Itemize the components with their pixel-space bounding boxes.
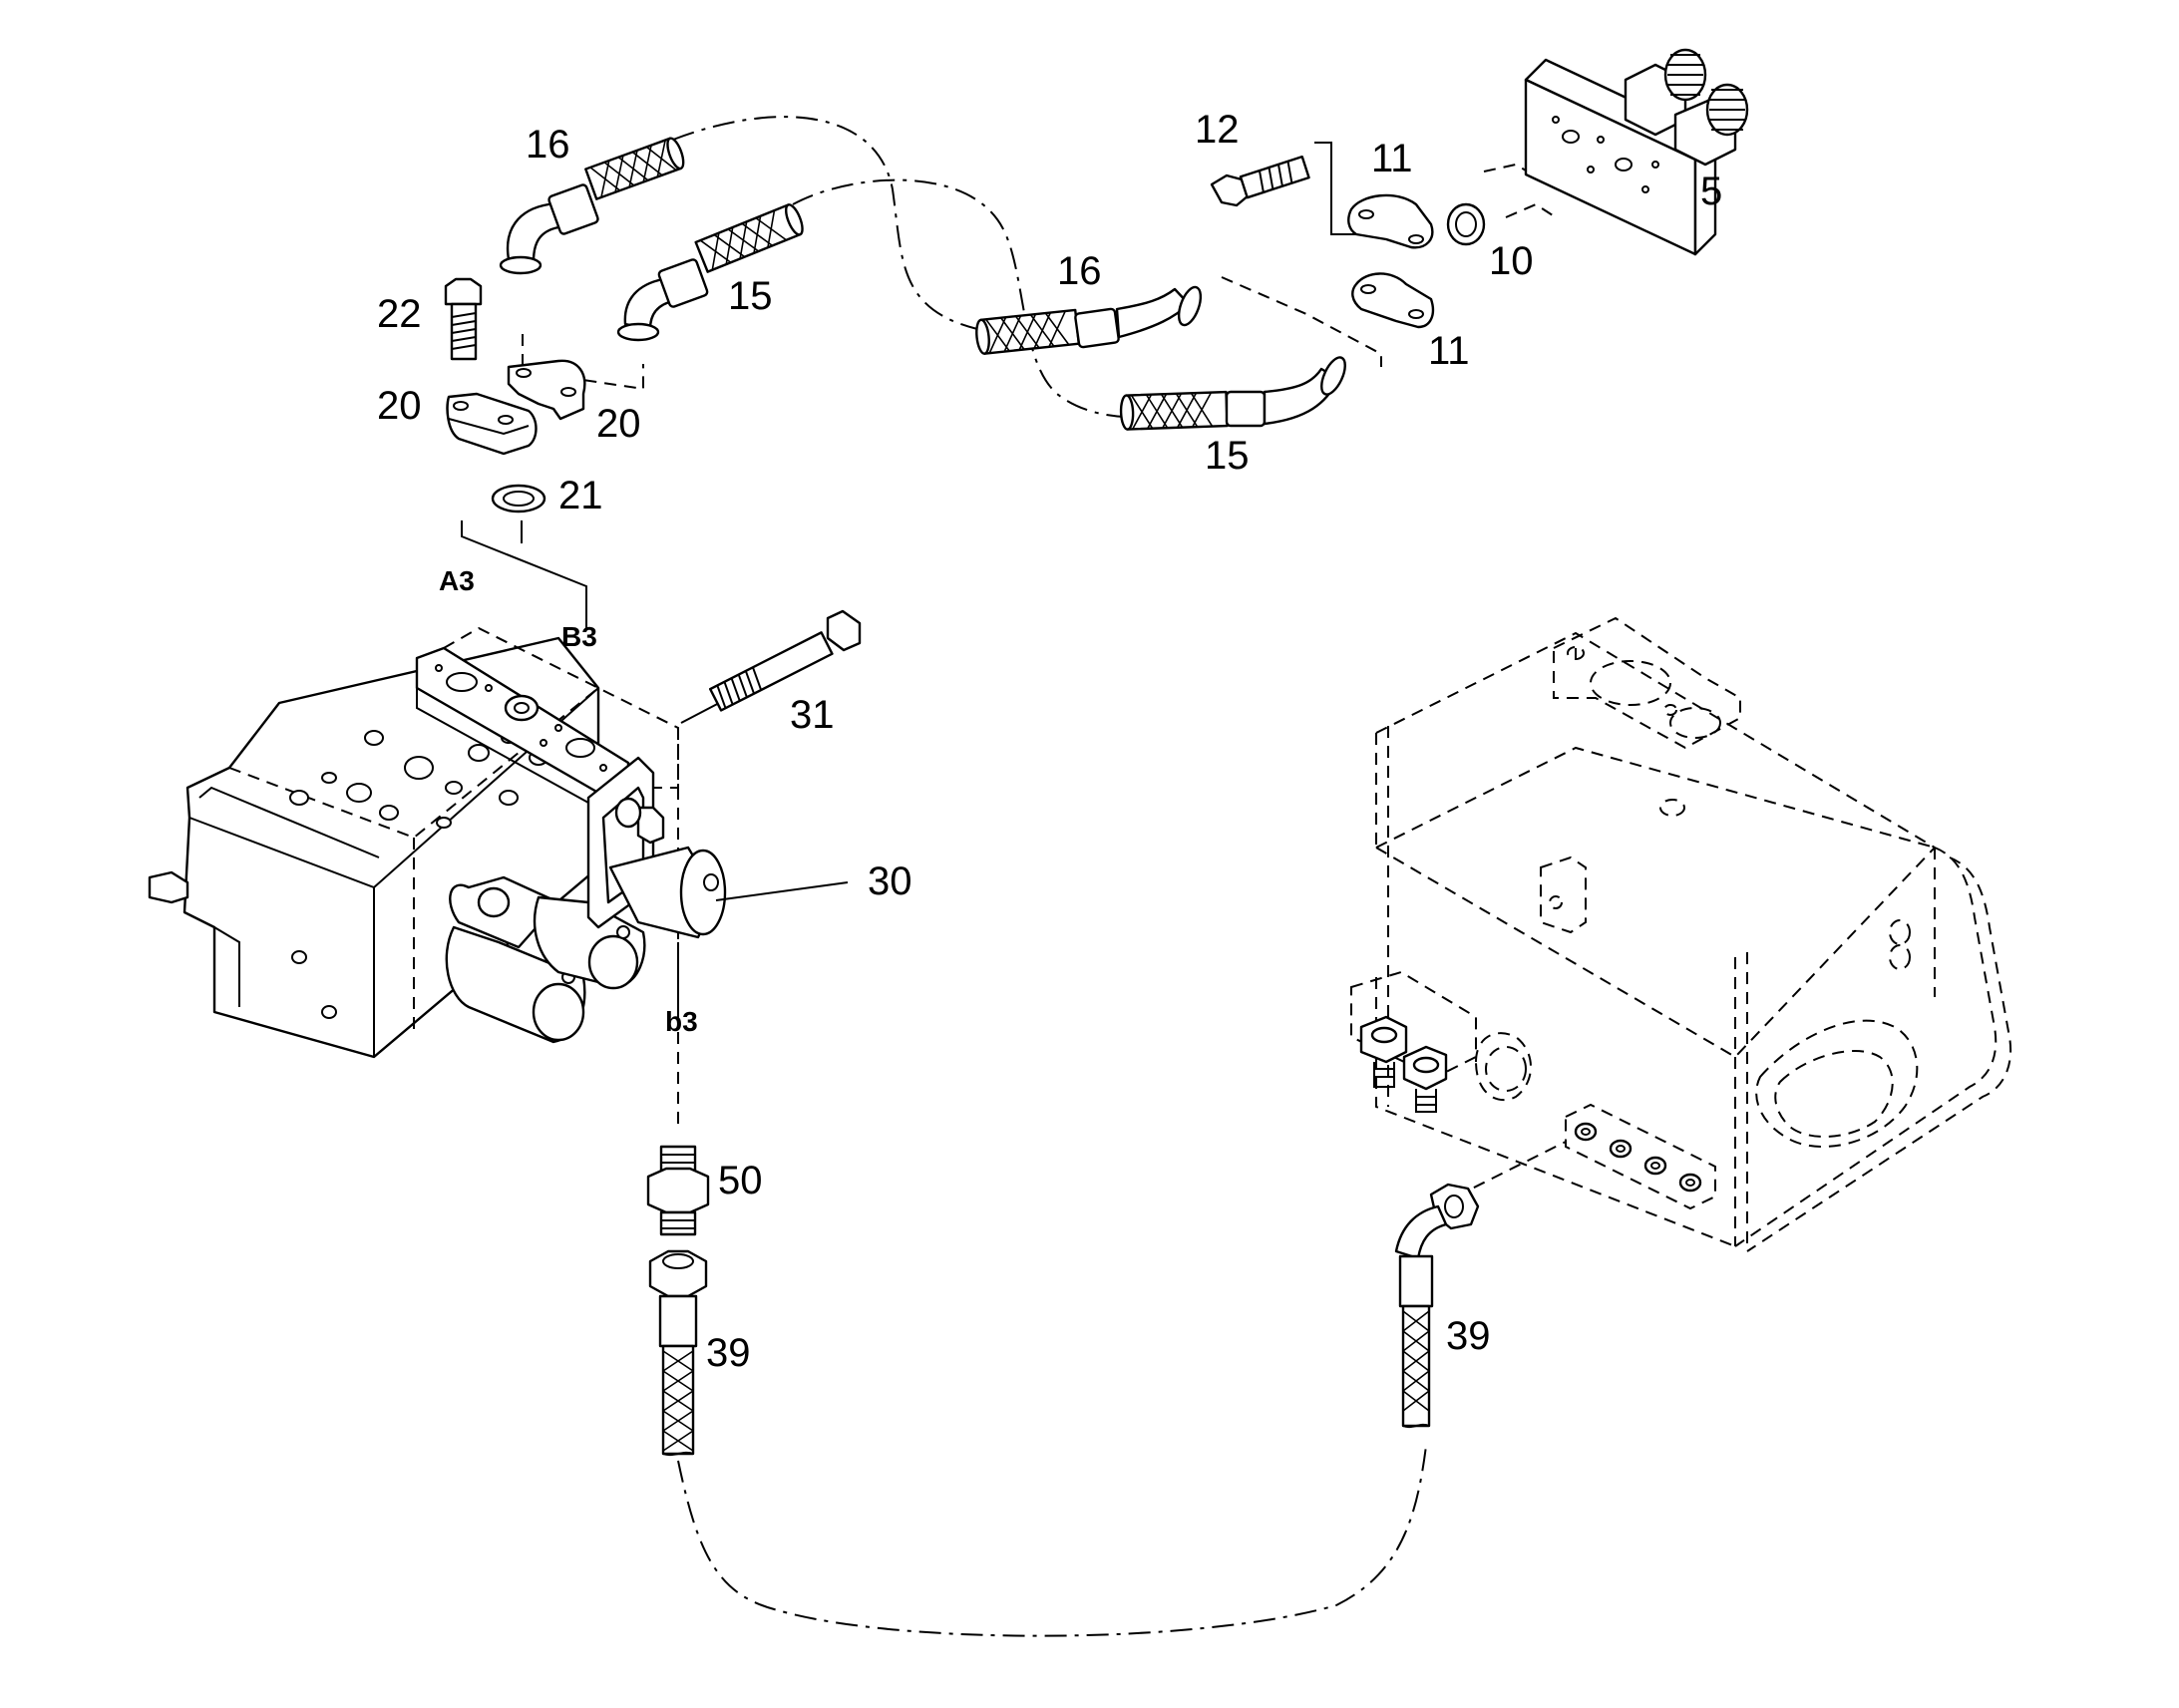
hose-39-right [1394, 1183, 1480, 1429]
callout-50: 50 [718, 1159, 763, 1202]
flange-half-11-lower [1351, 272, 1435, 329]
callout-21: 21 [558, 474, 603, 517]
callout-leaders [715, 881, 849, 901]
control-valve-block [148, 636, 646, 1059]
callout-5: 5 [1700, 170, 1722, 213]
bolt-22 [444, 277, 483, 361]
callout-15-upper: 15 [728, 274, 773, 318]
port-labels: A3 B3 b3 [439, 565, 698, 1037]
callout-11-upper: 11 [1371, 137, 1413, 180]
hose-route-lines [672, 116, 1567, 1637]
flange-half-11-upper [1347, 193, 1434, 249]
callout-11-lower: 11 [1428, 329, 1470, 373]
port-b3-lower-label: b3 [665, 1006, 698, 1037]
callout-20-right: 20 [596, 402, 641, 446]
hose-16-right-end [975, 285, 1203, 355]
callout-30: 30 [868, 859, 912, 903]
flange-half-20-right [507, 359, 586, 421]
bolt-12 [1210, 155, 1310, 207]
callout-39-right: 39 [1446, 1314, 1491, 1358]
callout-39-left: 39 [706, 1331, 751, 1375]
callout-22: 22 [377, 292, 422, 336]
callout-10: 10 [1489, 239, 1534, 283]
flange-half-20-left [446, 392, 538, 456]
port-a3-label: A3 [439, 565, 475, 596]
transmission-housing [1350, 616, 2012, 1252]
callout-20-left: 20 [377, 384, 422, 428]
bolt-31 [708, 609, 862, 712]
callout-12: 12 [1195, 108, 1240, 152]
callout-31: 31 [790, 693, 835, 737]
o-ring-21 [491, 484, 546, 513]
callout-15-right: 15 [1205, 434, 1250, 478]
hose-16-upper [499, 137, 685, 275]
adapter-50 [646, 1145, 710, 1236]
pump-5 [1524, 48, 1749, 256]
solenoid-30 [586, 756, 727, 939]
callout-16-right: 16 [1057, 249, 1102, 293]
hose-15-upper [616, 203, 804, 342]
callout-16-upper: 16 [526, 123, 570, 167]
port-b3-label: B3 [561, 621, 597, 652]
seal-10 [1446, 202, 1486, 246]
hose-39-left [648, 1249, 708, 1457]
hose-15-right-end [1119, 356, 1346, 431]
callout-labels: 16 15 22 20 20 21 12 11 11 5 10 16 15 31… [377, 108, 1722, 1375]
